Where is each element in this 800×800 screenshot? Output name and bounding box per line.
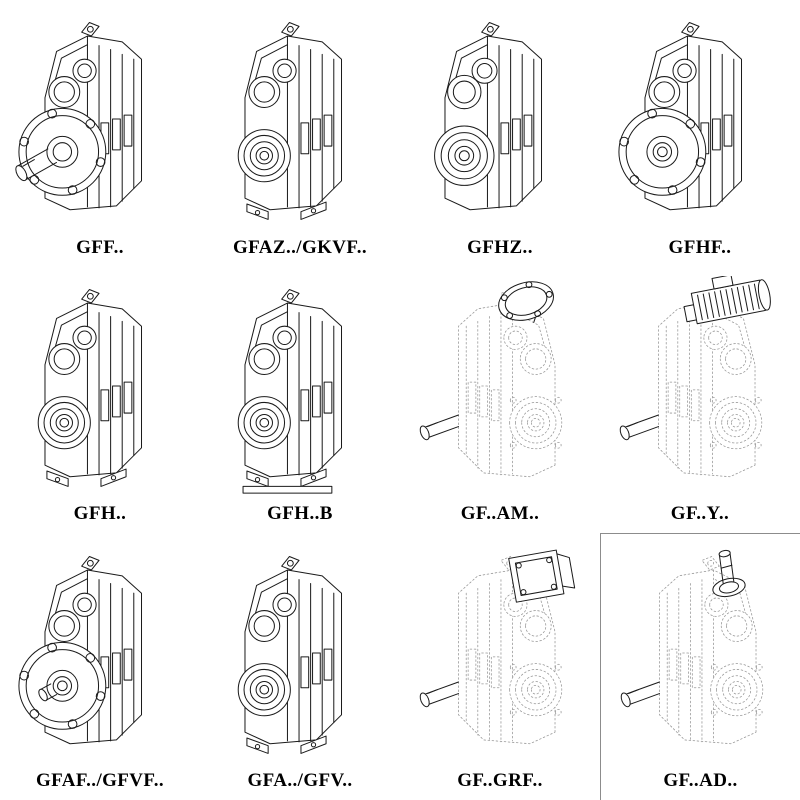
- catalog-cell: GF..GRF..: [400, 533, 600, 800]
- gearbox-flange-shaft-icon: [15, 22, 143, 211]
- gearbox-foot-mounted-base-icon: [237, 288, 343, 494]
- model-label: GFA../GFV..: [247, 769, 353, 791]
- gearbox-drawing: [2, 537, 198, 770]
- gearbox-drawing: [402, 537, 598, 770]
- gearbox-drawing: [402, 4, 598, 237]
- gearbox-drawing: [2, 4, 198, 237]
- model-label: GF..AD..: [663, 769, 738, 791]
- model-label: GF..GRF..: [457, 769, 543, 791]
- gearbox-drawing: [602, 4, 798, 237]
- gearbox-foot-mounted-icon: [237, 555, 343, 754]
- gearmotor-with-motor-icon: [619, 275, 771, 478]
- gearbox-flange-hollow-icon: [618, 22, 743, 211]
- catalog-cell: GFAZ../GKVF..: [200, 0, 400, 267]
- model-label: GFHZ..: [467, 236, 533, 258]
- gearbox-drawing: [402, 271, 598, 504]
- model-label: GFHF..: [668, 236, 732, 258]
- gearbox-drawing: [2, 271, 198, 504]
- gearbox-motor-adapter-flange-icon: [419, 281, 563, 478]
- catalog-cell: GF..AM..: [400, 267, 600, 534]
- catalog-cell: GF..AD..: [600, 533, 800, 800]
- catalog-cell: GFHZ..: [400, 0, 600, 267]
- gearbox-drawing: [602, 271, 798, 504]
- gearbox-hollow-shaft-icon: [237, 22, 343, 221]
- model-label: GFAF../GFVF..: [35, 769, 164, 791]
- catalog-cell: GF..Y..: [600, 267, 800, 534]
- gearbox-foot-mounted-icon: [37, 288, 143, 487]
- model-label: GFAZ../GKVF..: [233, 236, 367, 258]
- catalog-cell: GFH..B: [200, 267, 400, 534]
- gearbox-drawing: [202, 4, 398, 237]
- catalog-cell: GFA../GFV..: [200, 533, 400, 800]
- model-label: GFH..: [73, 503, 127, 525]
- catalog-cell: GFH..: [0, 267, 200, 534]
- catalog-cell: GFHF..: [600, 0, 800, 267]
- model-label: GFH..B: [267, 503, 333, 525]
- gearbox-drawing: [202, 537, 398, 770]
- model-label: GF..Y..: [670, 503, 730, 525]
- gearbox-flange-shaft-icon: [18, 555, 143, 744]
- gearbox-hollow-shaft-icon: [434, 22, 543, 211]
- gearbox-input-shaft-icon: [620, 550, 763, 745]
- model-label: GFF..: [76, 236, 124, 258]
- model-label: GF..AM..: [460, 503, 540, 525]
- catalog-cell: GFF..: [0, 0, 200, 267]
- catalog-cell: GFAF../GFVF..: [0, 533, 200, 800]
- gearbox-drawing: [603, 538, 798, 770]
- gearbox-drawing: [202, 271, 398, 504]
- gearbox-input-adapter-icon: [419, 549, 576, 744]
